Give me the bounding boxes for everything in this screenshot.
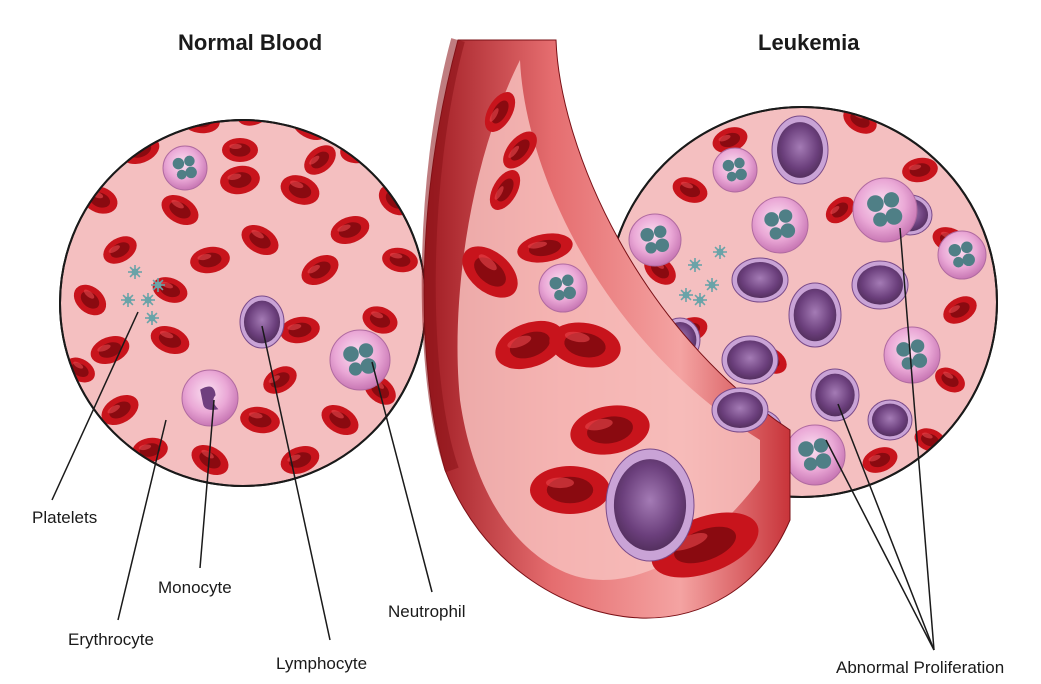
platelet [121, 293, 135, 307]
platelet [688, 258, 702, 272]
white-cell [606, 449, 694, 561]
white-cell [732, 258, 788, 302]
platelet [151, 278, 165, 292]
neutrophil-cell [752, 197, 808, 253]
neutrophil-cell [330, 330, 390, 390]
platelet [128, 265, 142, 279]
white-cell [722, 336, 778, 384]
monocyte-cell [182, 370, 238, 426]
white-cell [772, 116, 828, 184]
platelets-label: Platelets [32, 508, 97, 528]
platelet [713, 245, 727, 259]
erythrocyte-cell [530, 466, 610, 514]
normal-blood-title: Normal Blood [178, 30, 322, 56]
white-cell [852, 261, 908, 309]
neutrophil-cell [539, 264, 587, 312]
white-cell [240, 296, 284, 348]
platelet [705, 278, 719, 292]
neutrophil-cell [629, 214, 681, 266]
lymphocyte-label: Lymphocyte [276, 654, 367, 674]
platelet [679, 288, 693, 302]
normal-blood-circle [60, 88, 426, 486]
white-cell [712, 388, 768, 432]
white-cell [811, 369, 859, 421]
neutrophil-cell [938, 231, 986, 279]
monocyte-label: Monocyte [158, 578, 232, 598]
erythrocyte-cell [222, 138, 258, 162]
neutrophil-leader [372, 362, 432, 592]
platelet [145, 311, 159, 325]
leukemia-title: Leukemia [758, 30, 860, 56]
platelet [141, 293, 155, 307]
neutrophil-cell [853, 178, 917, 242]
neutrophil-label: Neutrophil [388, 602, 466, 622]
white-cell [868, 400, 912, 440]
neutrophil-cell [785, 425, 845, 485]
platelet [693, 293, 707, 307]
erythrocyte-label: Erythrocyte [68, 630, 154, 650]
neutrophil-cell [713, 148, 757, 192]
white-cell [789, 283, 841, 347]
neutrophil-cell [163, 146, 207, 190]
abnormal-proliferation-label: Abnormal Proliferation [836, 658, 1004, 678]
